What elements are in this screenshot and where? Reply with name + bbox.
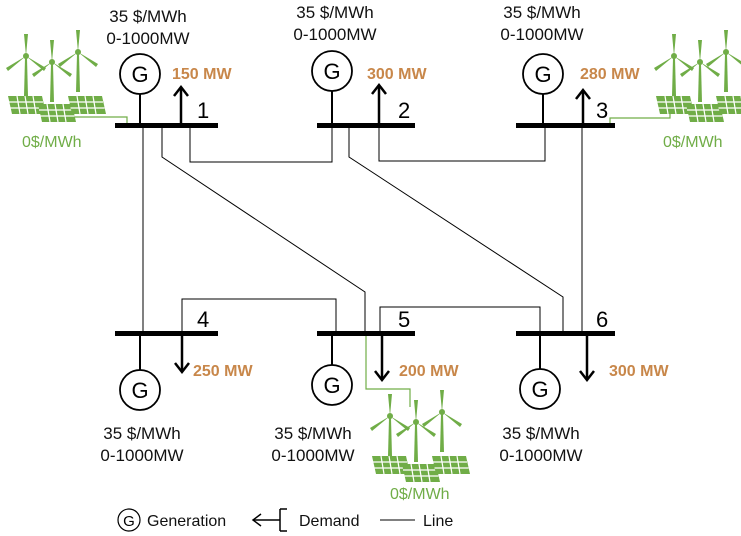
demand-arrow-5 (374, 336, 390, 383)
bus-number-2: 2 (398, 98, 410, 123)
gen-price-1: 35 $/MWh (109, 7, 186, 26)
line-2-3 (378, 126, 546, 162)
generation-legend-icon (117, 508, 141, 532)
gen-price-5: 35 $/MWh (274, 424, 351, 443)
bus-number-4: 4 (197, 307, 209, 332)
demand-label-5: 200 MW (399, 363, 459, 380)
generator-4: G (119, 336, 161, 411)
legend-generation-label: Generation (147, 513, 226, 530)
demand-legend-icon (251, 508, 287, 532)
svg-text:G: G (531, 377, 548, 402)
demand-arrow-4 (174, 336, 190, 375)
gen-price-4: 35 $/MWh (103, 424, 180, 443)
demand-arrow-2 (371, 82, 387, 123)
generator-3: G (522, 53, 564, 123)
svg-text:G: G (131, 62, 148, 87)
renewable-icon (6, 30, 106, 122)
buses (115, 123, 615, 336)
gen-range-6: 0-1000MW (499, 446, 582, 465)
demand-label-6: 300 MW (609, 363, 669, 380)
line-1-2 (189, 126, 333, 163)
demand-label-3: 280 MW (580, 66, 640, 83)
renewable-price-1: 0$/MWh (22, 134, 82, 151)
legend-demand-label: Demand (299, 513, 359, 530)
demand-label-1: 150 MW (172, 66, 232, 83)
renewable-price-5: 0$/MWh (390, 486, 450, 503)
generator-6: G (519, 336, 561, 410)
svg-text:G: G (131, 378, 148, 403)
gen-price-2: 35 $/MWh (296, 3, 373, 22)
generator-icon (311, 50, 353, 92)
legend-line-label: Line (423, 513, 453, 530)
legend: G Generation Demand Line (117, 508, 453, 532)
demand-label-2: 300 MW (367, 66, 427, 83)
transmission-lines (142, 126, 583, 333)
gen-range-3: 0-1000MW (500, 25, 583, 44)
line-4-5 (181, 298, 337, 333)
bus-bar-1 (115, 123, 218, 128)
gen-range-1: 0-1000MW (106, 29, 189, 48)
svg-text:G: G (323, 373, 340, 398)
demand-arrow-1 (173, 84, 189, 123)
svg-text:G: G (534, 62, 551, 87)
gen-range-4: 0-1000MW (100, 446, 183, 465)
bus-bar-2 (317, 123, 415, 128)
line-1-5 (161, 126, 366, 333)
demand-arrow-6 (579, 336, 595, 383)
bus-number-5: 5 (398, 307, 410, 332)
renewable-icon (654, 30, 741, 122)
generator-2: G (311, 50, 353, 123)
gen-range-2: 0-1000MW (293, 25, 376, 44)
generator-5: G (311, 336, 353, 406)
line-2-6 (348, 126, 564, 333)
gen-price-6: 35 $/MWh (502, 424, 579, 443)
bus-bar-5 (317, 331, 415, 336)
gen-price-3: 35 $/MWh (503, 3, 580, 22)
demand-arrow-3 (575, 87, 591, 123)
renewable-icon (370, 390, 470, 482)
bus-bar-3 (516, 123, 615, 128)
generator-icon (119, 369, 161, 411)
bus-bar-4 (115, 331, 218, 336)
generator-1: G (119, 53, 161, 123)
generator-icon (311, 364, 353, 406)
generator-icon (519, 368, 561, 410)
renewable-price-3: 0$/MWh (663, 134, 723, 151)
generator-icon (522, 53, 564, 95)
bus-number-1: 1 (197, 98, 209, 123)
line-5-6 (379, 306, 541, 333)
svg-text:G: G (123, 513, 135, 530)
generator-icon (119, 53, 161, 95)
bus-bar-6 (516, 331, 615, 336)
svg-text:G: G (323, 59, 340, 84)
demand-label-4: 250 MW (193, 363, 253, 380)
bus-number-3: 3 (596, 98, 608, 123)
renewable-connections (57, 108, 671, 407)
renewable-link-5 (365, 333, 411, 407)
bus-number-6: 6 (596, 307, 608, 332)
gen-range-5: 0-1000MW (271, 446, 354, 465)
